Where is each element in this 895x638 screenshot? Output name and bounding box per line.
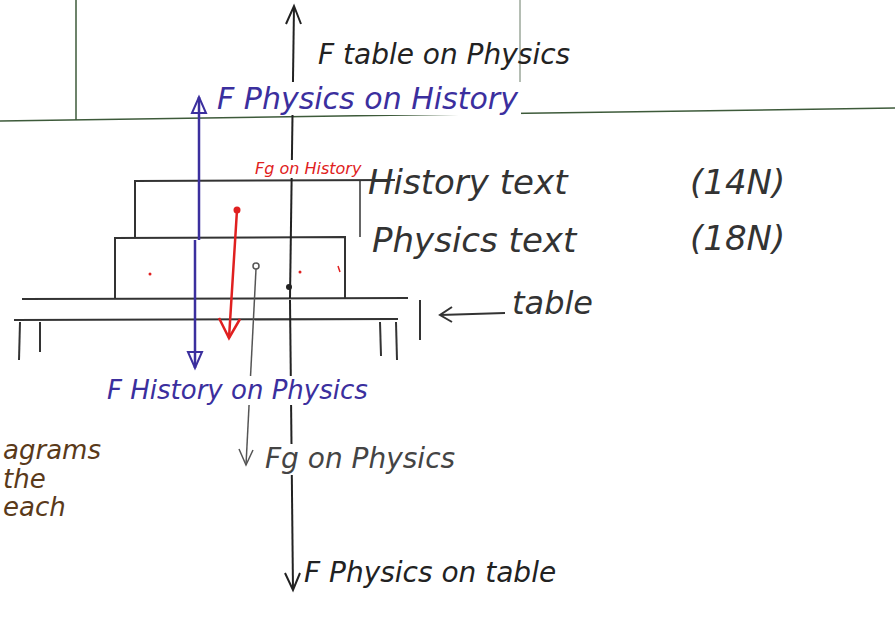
table-top — [22, 298, 408, 299]
physics-book — [115, 237, 345, 298]
force-label: F Physics on History — [214, 82, 521, 115]
force-arrow — [286, 6, 301, 24]
force-label: F History on Physics — [104, 376, 371, 405]
table-leg — [396, 322, 397, 360]
note-fragment: agrams the each — [3, 436, 83, 522]
force-arrow — [290, 6, 294, 298]
force-label: F table on Physics — [318, 40, 570, 71]
dot — [338, 266, 340, 272]
leader-line — [440, 313, 505, 315]
book-label: History text — [368, 164, 567, 201]
force-label: Fg on History — [252, 160, 364, 178]
history-book — [135, 180, 395, 237]
book-label: Physics text — [372, 222, 576, 259]
table-leg — [39, 322, 41, 352]
dot — [299, 271, 302, 274]
table-top — [14, 319, 398, 320]
history-book — [359, 181, 361, 237]
dot — [286, 284, 292, 290]
force-label: F Physics on table — [304, 558, 556, 589]
grid-line — [75, 0, 77, 120]
dot — [149, 273, 152, 276]
force-arrow — [188, 352, 202, 368]
force-arrow — [239, 449, 253, 465]
force-arrow — [229, 210, 237, 338]
force-arrow — [285, 573, 300, 590]
force-arrow — [219, 318, 240, 338]
force-arrow — [194, 240, 197, 368]
force-arrow — [192, 97, 206, 113]
table-leg — [19, 322, 20, 360]
dot — [253, 263, 259, 269]
tick — [419, 300, 421, 340]
force-arrow — [198, 97, 201, 240]
force-arrow — [246, 269, 256, 465]
part-label: table — [512, 286, 593, 321]
weight-value: (18N) — [690, 220, 785, 257]
weight-value: (14N) — [690, 164, 785, 201]
force-label: Fg on Physics — [262, 444, 458, 475]
table-leg — [380, 322, 381, 356]
leader-line — [440, 307, 452, 322]
